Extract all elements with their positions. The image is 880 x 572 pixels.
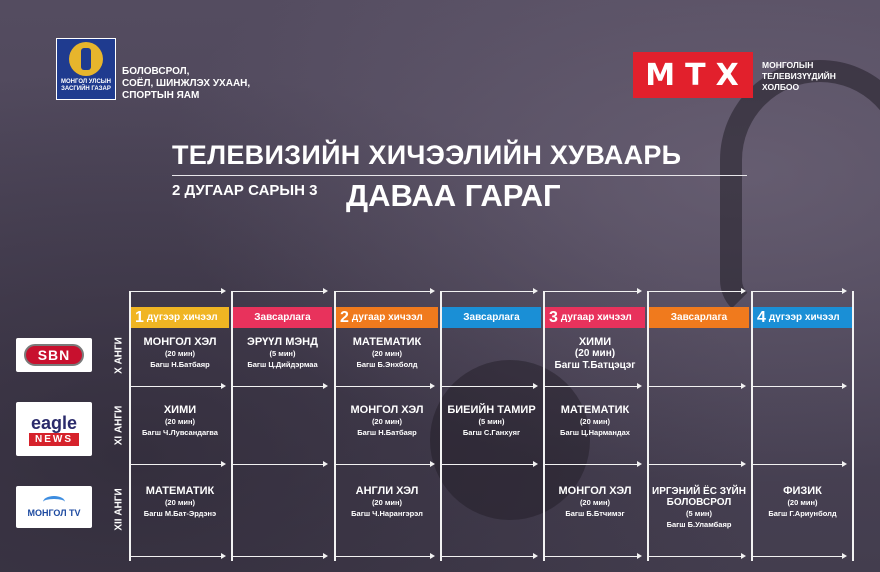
cell-g10-lesson3: ХИМИ (20 мин) Багш Т.Батцэцэг [554,336,636,371]
government-logo: МОНГОЛ УЛСЫН ЗАСГИЙН ГАЗАР [56,38,116,100]
grade-label-11: XI АНГИ [113,405,125,446]
grid-arrow-line [649,288,746,294]
grid-arrow-line [442,553,538,559]
schedule-day: ДАВАА ГАРАГ [346,178,561,213]
column-header-break-2: Завсарлага [442,307,541,328]
grid-arrow-line [649,553,746,559]
grid-vline [543,291,545,561]
cell-g11-lesson2: МОНГОЛ ХЭЛ (20 мин) Багш Н.Батбаяр [350,404,424,438]
grid-arrow-line [545,461,642,467]
grid-arrow-line [233,288,328,294]
cell-g10-lesson1: МОНГОЛ ХЭЛ (20 мин) Багш Н.Батбаяр [143,336,217,370]
soyombo-emblem-icon [69,42,103,76]
government-logo-caption: МОНГОЛ УЛСЫН ЗАСГИЙН ГАЗАР [61,79,111,92]
cell-g10-break1: ЭРҮҮЛ МЭНД (5 мин) Багш Ц.Дийдэрмаа [247,336,318,370]
grid-arrow-line [545,553,642,559]
grid-arrow-line [336,383,435,389]
grid-arrow-line [442,288,538,294]
cell-g11-lesson1: ХИМИ (20 мин) Багш Ч.Лувсандагва [142,404,218,438]
cell-g12-lesson2: АНГЛИ ХЭЛ (20 мин) Багш Ч.Нарангэрэл [351,485,423,519]
cell-g12-lesson3: МОНГОЛ ХЭЛ (20 мин) Багш Б.Бтчимэг [558,485,632,519]
mtx-caption: МОНГОЛЫН ТЕЛЕВИЗҮҮДИЙН ХОЛБОО [762,60,836,92]
grid-arrow-line [545,288,642,294]
mtx-logo: МТХ [633,52,753,98]
grid-arrow-line [442,461,538,467]
page-title: ТЕЛЕВИЗИЙН ХИЧЭЭЛИЙН ХУВААРЬ [172,140,682,170]
grid-vline [852,291,854,561]
mongol-tv-logo: МОНГОЛ TV [16,486,92,528]
cell-g12-lesson1: МАТЕМАТИК (20 мин) Багш М.Бат-Эрдэнэ [143,485,217,519]
column-header-break-3: Завсарлага [649,307,749,328]
grid-arrow-line [336,461,435,467]
column-header-break-1: Завсарлага [233,307,332,328]
grid-arrow-line [233,461,328,467]
mongol-tv-arc-icon [43,496,65,508]
grid-arrow-line [649,383,746,389]
grid-arrow-line [442,383,538,389]
schedule-date: 2 ДУГААР САРЫН 3 [172,182,318,199]
cell-g11-lesson3: МАТЕМАТИК (20 мин) Багш Ц.Нармандах [560,404,630,438]
grid-vline [334,291,336,561]
grid-arrow-line [336,288,435,294]
grid-arrow-line [753,461,847,467]
cell-g10-lesson2: МАТЕМАТИК (20 мин) Багш Б.Энхболд [352,336,422,370]
eagle-news-logo: eagle NEWS [16,402,92,456]
grid-arrow-line [649,461,746,467]
ministry-name: БОЛОВСРОЛ, СОЁЛ, ШИНЖЛЭХ УХААН, СПОРТЫН … [122,66,251,101]
grid-arrow-line [233,383,328,389]
grid-vline [751,291,753,561]
title-divider [172,175,747,176]
sbn-logo: SBN [16,338,92,372]
grid-arrow-line [336,553,435,559]
headphones-icon [720,60,880,320]
grid-vline [647,291,649,561]
grid-arrow-line [131,553,226,559]
grid-arrow-line [753,288,847,294]
grid-vline [231,291,233,561]
grid-arrow-line [753,553,847,559]
grade-label-12: XII АНГИ [113,488,125,531]
cell-g11-break2: БИЕИЙН ТАМИР (5 мин) Багш С.Ганхуяг [447,404,536,438]
grade-label-10: X АНГИ [113,337,125,374]
grid-arrow-line [131,383,226,389]
cell-g12-lesson4: ФИЗИК (20 мин) Багш Г.Ариунболд [768,485,837,519]
grid-vline [440,291,442,561]
grid-arrow-line [233,553,328,559]
grid-arrow-line [131,288,226,294]
grid-arrow-line [753,383,847,389]
cell-g12-break3: ИРГЭНИЙ ЁС ЗҮЙН БОЛОВСРОЛ (5 мин) Багш Б… [652,486,746,529]
grid-arrow-line [545,383,642,389]
grid-vline [129,291,131,561]
grid-arrow-line [131,461,226,467]
